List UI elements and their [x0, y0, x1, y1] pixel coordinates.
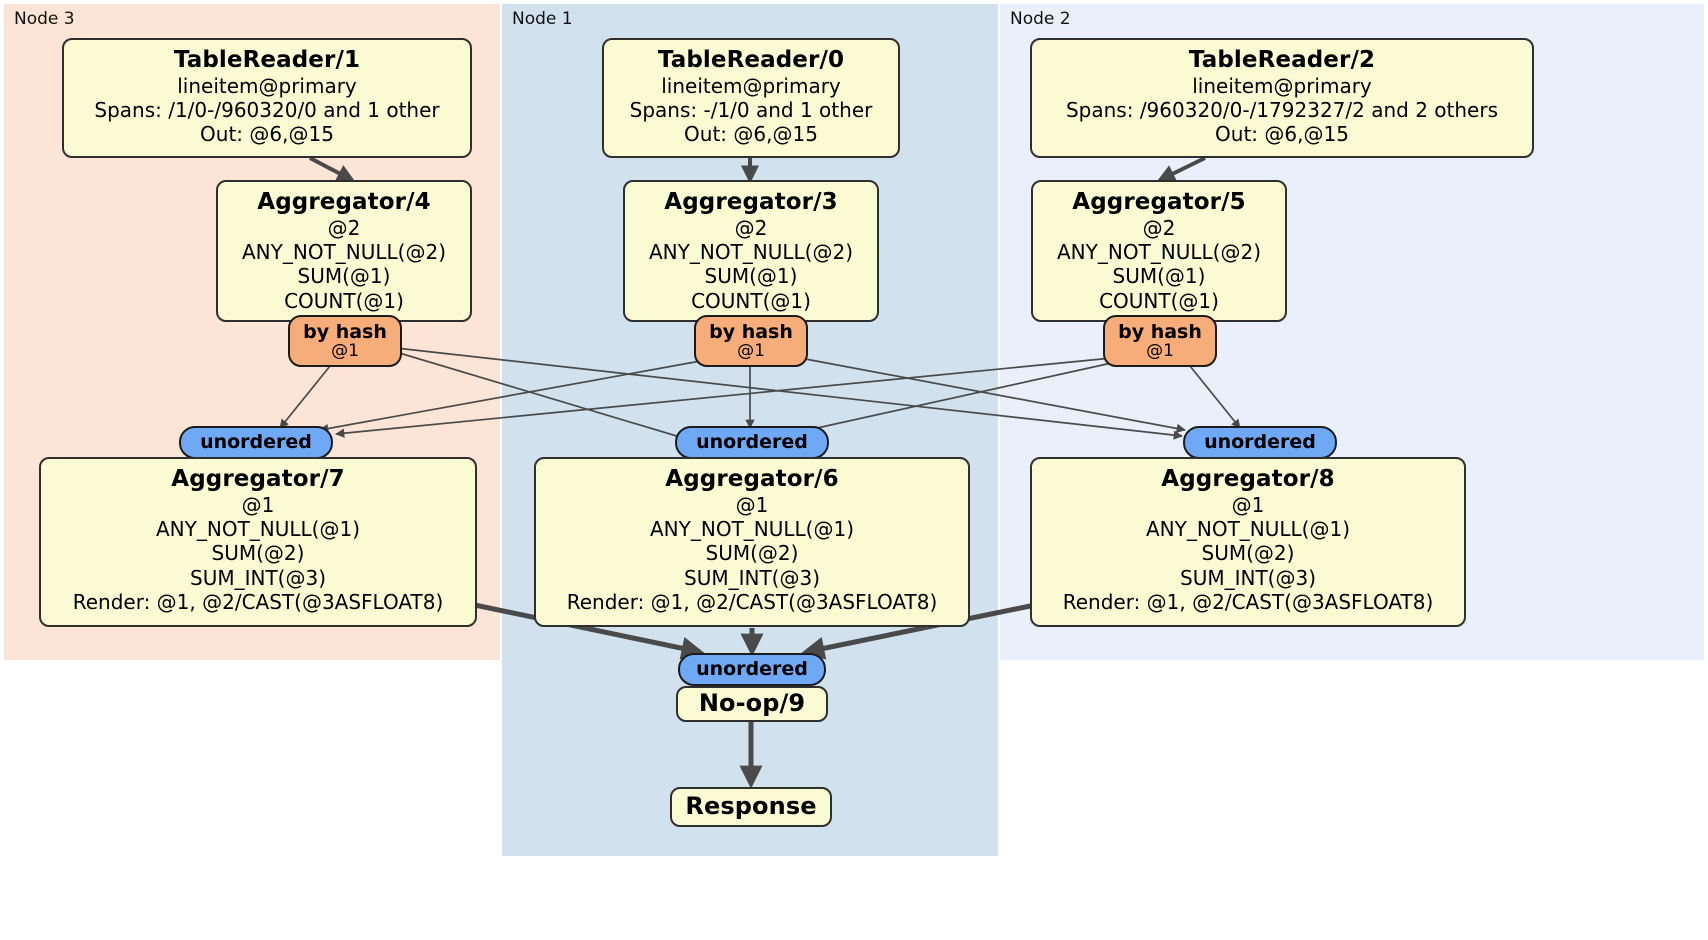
processor-line: ANY_NOT_NULL(@2)	[649, 240, 853, 265]
processor-title: TableReader/1	[173, 47, 361, 73]
processor-line: SUM(@2)	[1201, 541, 1295, 566]
stream-unordered-node3[interactable]: unordered	[179, 426, 333, 459]
processor-title: TableReader/0	[657, 47, 845, 73]
processor-line: SUM(@1)	[1112, 264, 1206, 289]
processor-line: lineitem@primary	[661, 74, 841, 99]
processor-line: ANY_NOT_NULL(@2)	[1057, 240, 1261, 265]
processor-tablereader-1[interactable]: TableReader/1 lineitem@primary Spans: /1…	[62, 38, 472, 158]
router-label: by hash	[1118, 320, 1202, 343]
processor-line: Render: @1, @2/CAST(@3ASFLOAT8)	[566, 589, 938, 614]
processor-aggregator-6[interactable]: Aggregator/6 @1 ANY_NOT_NULL(@1) SUM(@2)…	[534, 457, 970, 627]
processor-line: lineitem@primary	[1192, 74, 1372, 99]
processor-title: Aggregator/6	[665, 466, 839, 492]
node-label-node3: Node 3	[14, 9, 75, 29]
processor-line: ANY_NOT_NULL(@2)	[242, 240, 446, 265]
router-column: @1	[331, 341, 359, 362]
processor-line: SUM(@1)	[297, 264, 391, 289]
router-by-hash-node1[interactable]: by hash @1	[694, 315, 808, 367]
stream-unordered-final[interactable]: unordered	[678, 653, 826, 686]
processor-line: SUM_INT(@3)	[190, 565, 326, 590]
processor-aggregator-7[interactable]: Aggregator/7 @1 ANY_NOT_NULL(@1) SUM(@2)…	[39, 457, 477, 627]
processor-aggregator-5[interactable]: Aggregator/5 @2 ANY_NOT_NULL(@2) SUM(@1)…	[1031, 180, 1287, 322]
stream-label: unordered	[1204, 430, 1316, 453]
processor-line: COUNT(@1)	[691, 288, 811, 313]
router-column: @1	[1146, 341, 1174, 362]
processor-title: Aggregator/3	[664, 189, 838, 215]
router-by-hash-node3[interactable]: by hash @1	[288, 315, 402, 367]
processor-line: ANY_NOT_NULL(@1)	[650, 517, 854, 542]
stream-unordered-node1[interactable]: unordered	[675, 426, 829, 459]
processor-line: @2	[734, 216, 768, 241]
processor-tablereader-0[interactable]: TableReader/0 lineitem@primary Spans: -/…	[602, 38, 900, 158]
stream-unordered-node2[interactable]: unordered	[1183, 426, 1337, 459]
processor-line: ANY_NOT_NULL(@1)	[156, 517, 360, 542]
processor-response[interactable]: Response	[670, 787, 832, 827]
processor-title: Aggregator/7	[171, 466, 345, 492]
processor-line: @1	[241, 493, 275, 518]
processor-aggregator-8[interactable]: Aggregator/8 @1 ANY_NOT_NULL(@1) SUM(@2)…	[1030, 457, 1466, 627]
processor-tablereader-2[interactable]: TableReader/2 lineitem@primary Spans: /9…	[1030, 38, 1534, 158]
processor-line: COUNT(@1)	[284, 288, 404, 313]
processor-line: Out: @6,@15	[1215, 122, 1349, 147]
processor-line: Spans: /960320/0-/1792327/2 and 2 others	[1065, 98, 1498, 123]
processor-line: Render: @1, @2/CAST(@3ASFLOAT8)	[1062, 589, 1434, 614]
processor-line: SUM_INT(@3)	[1180, 565, 1316, 590]
processor-line: SUM_INT(@3)	[684, 565, 820, 590]
router-by-hash-node2[interactable]: by hash @1	[1103, 315, 1217, 367]
processor-title: Aggregator/8	[1161, 466, 1335, 492]
stream-label: unordered	[696, 430, 808, 453]
processor-line: Out: @6,@15	[200, 122, 334, 147]
router-label: by hash	[303, 320, 387, 343]
router-column: @1	[737, 341, 765, 362]
processor-line: Out: @6,@15	[684, 122, 818, 147]
processor-line: Spans: -/1/0 and 1 other	[629, 98, 873, 123]
processor-title: Aggregator/4	[257, 189, 431, 215]
processor-line: SUM(@2)	[211, 541, 305, 566]
processor-line: SUM(@1)	[704, 264, 798, 289]
processor-line: SUM(@2)	[705, 541, 799, 566]
processor-line: @1	[1231, 493, 1265, 518]
processor-title: Response	[685, 791, 817, 820]
processor-line: @2	[327, 216, 361, 241]
processor-title: Aggregator/5	[1072, 189, 1246, 215]
processor-title: TableReader/2	[1188, 47, 1376, 73]
stream-label: unordered	[696, 657, 808, 680]
processor-line: Spans: /1/0-/960320/0 and 1 other	[94, 98, 440, 123]
node-label-node1: Node 1	[512, 9, 573, 29]
processor-title: No-op/9	[698, 688, 806, 717]
processor-line: ANY_NOT_NULL(@1)	[1146, 517, 1350, 542]
processor-aggregator-4[interactable]: Aggregator/4 @2 ANY_NOT_NULL(@2) SUM(@1)…	[216, 180, 472, 322]
router-label: by hash	[709, 320, 793, 343]
processor-line: COUNT(@1)	[1099, 288, 1219, 313]
processor-line: lineitem@primary	[177, 74, 357, 99]
node-label-node2: Node 2	[1010, 9, 1071, 29]
processor-line: @2	[1142, 216, 1176, 241]
stream-label: unordered	[200, 430, 312, 453]
processor-line: @1	[735, 493, 769, 518]
processor-noop-9[interactable]: No-op/9	[676, 686, 828, 722]
processor-aggregator-3[interactable]: Aggregator/3 @2 ANY_NOT_NULL(@2) SUM(@1)…	[623, 180, 879, 322]
processor-line: Render: @1, @2/CAST(@3ASFLOAT8)	[72, 589, 444, 614]
